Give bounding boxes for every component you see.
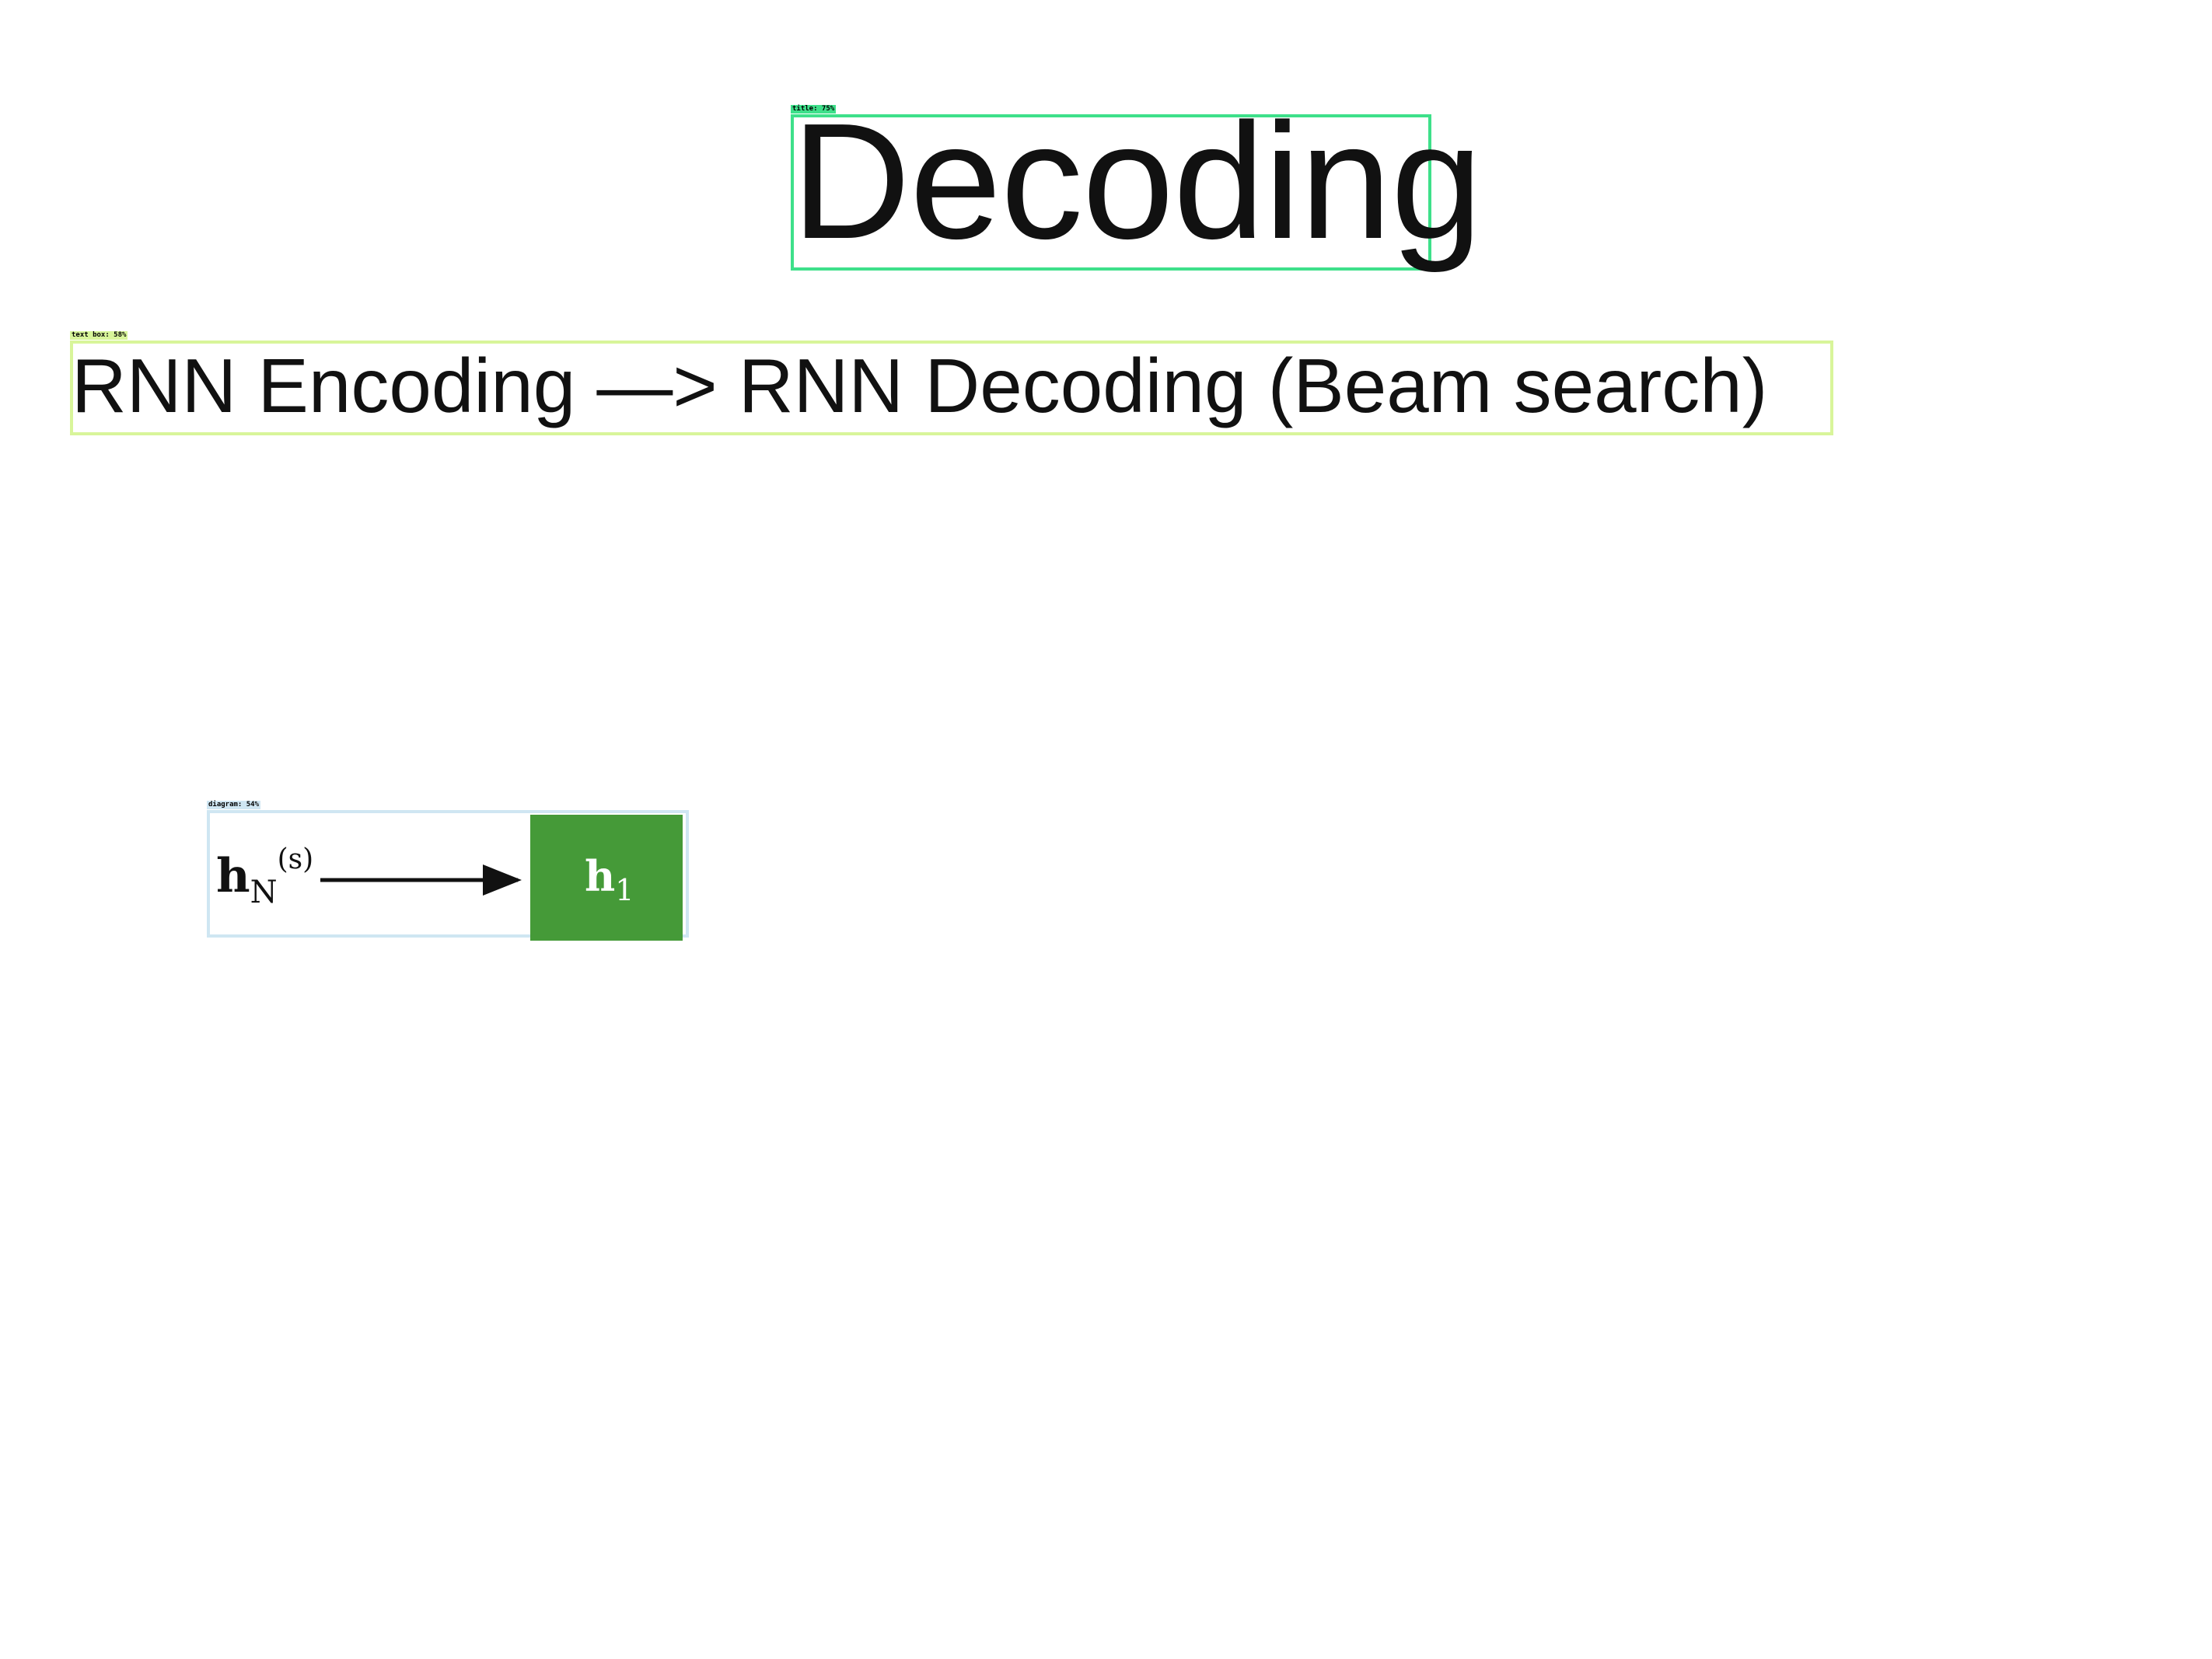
source-node-subscript: N — [250, 875, 278, 910]
source-node-base: h — [216, 849, 250, 903]
title-detection-box — [791, 114, 1431, 271]
slide-title: Decoding — [791, 89, 1483, 273]
diagram-detection-box — [207, 810, 689, 938]
target-node-subscript: 1 — [615, 873, 634, 907]
source-node-label: hN(s) — [216, 843, 313, 910]
diagram: hN(s) h1 — [216, 815, 683, 941]
target-node-box — [530, 815, 683, 941]
svg-text:hN(s): hN(s) — [216, 843, 313, 910]
source-node-superscript: (s) — [278, 843, 314, 875]
textbox-detection-box — [70, 341, 1833, 435]
diagram-detection-label: diagram: 54% — [207, 801, 261, 809]
title-detection-label: title: 75% — [791, 105, 837, 114]
textbox-detection-label: text box: 58% — [70, 331, 128, 340]
svg-text:h1: h1 — [585, 851, 634, 907]
slide-subtitle: RNN Encoding —> RNN Decoding (Beam searc… — [72, 343, 1768, 428]
target-node-base: h — [585, 851, 615, 901]
target-node: h1 — [530, 815, 683, 941]
